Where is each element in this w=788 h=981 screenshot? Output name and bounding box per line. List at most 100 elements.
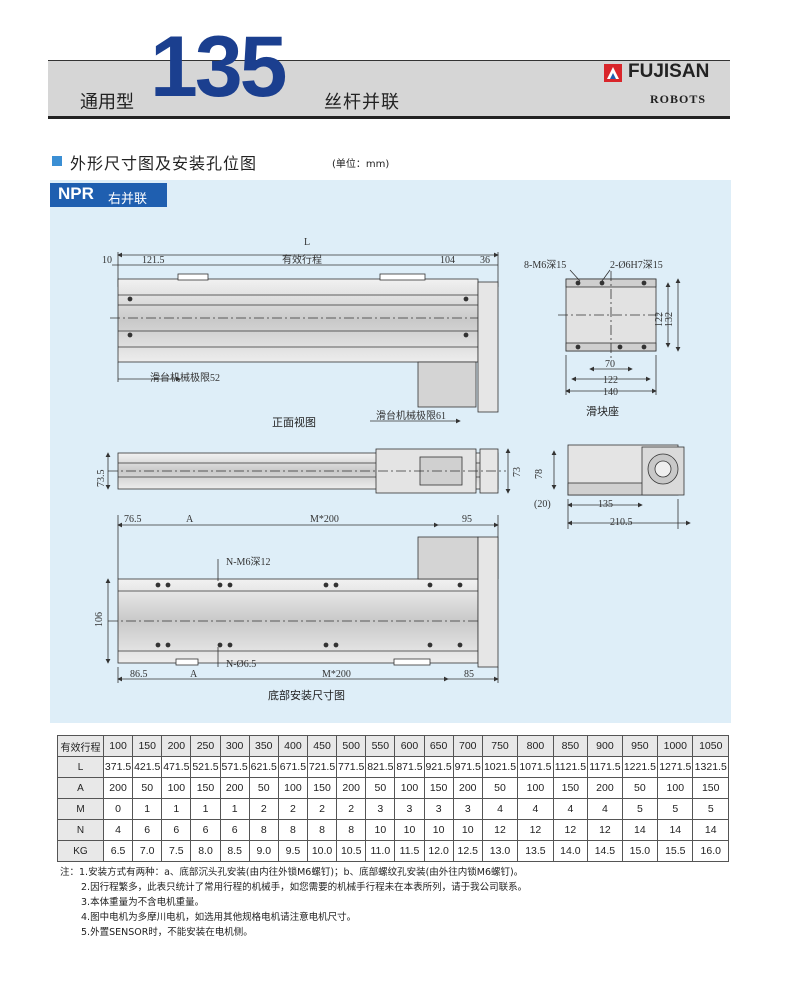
side-view [551,444,691,529]
table-cell: 371.5 [102,756,134,778]
dim-stroke: 有效行程 [282,253,322,266]
dim-104: 104 [440,255,455,266]
table-cell: 9.5 [277,840,308,862]
table-cell: 3 [452,798,483,820]
model-code: NPR [58,184,94,203]
table-cell: 1000 [657,735,694,757]
table-cell: 150 [190,777,221,799]
note-2: 2.因行程繁多，此表只统计了常用行程的机械手，如您需要的机械手行程未在本表所列，… [81,882,528,893]
table-cell: 1271.5 [657,756,694,778]
table-cell: 200 [452,777,483,799]
table-cell: 10 [423,819,454,841]
table-cell: 6 [161,819,192,841]
table-cell: 571.5 [219,756,250,778]
table-cell: 150 [692,777,729,799]
table-cell: 5 [621,798,659,820]
fujisan-logo-icon [604,64,622,82]
bottom-M200-bottom: M*200 [322,669,351,680]
table-cell: 821.5 [365,756,396,778]
dim-121-5: 121.5 [142,255,165,266]
dim-L: L [304,237,310,248]
table-cell: 8.5 [219,840,250,862]
table-cell: 6 [219,819,250,841]
table-cell: 1171.5 [587,756,623,778]
table-cell: 14 [657,819,694,841]
table-cell: 6.5 [102,840,134,862]
bottom-hole-phi: N-Ø6.5 [226,659,256,670]
dimension-drawing: 10 121.5 L 有效行程 104 36 滑台机械极限52 滑台机械极限61… [94,237,691,702]
table-cell: 1321.5 [692,756,729,778]
table-cell: 671.5 [277,756,308,778]
table-cell: 2 [248,798,279,820]
notes: 注：1.安装方式有两种：a、底部沉头孔安装(由内往外锁M6螺钉)；b、底部螺纹孔… [60,865,527,940]
table-cell: 9.0 [248,840,279,862]
series-suffix: 丝杆并联 [324,92,400,113]
bottom-A-bottom: A [190,669,198,680]
table-cell: 10.5 [336,840,367,862]
slider-70: 70 [605,359,615,370]
bottom-view [105,515,499,683]
table-cell: 521.5 [190,756,221,778]
table-cell: 700 [452,735,483,757]
table-cell: 8.0 [190,840,221,862]
table-cell: 100 [394,777,425,799]
slider-122-v: 122 [654,312,665,327]
table-cell: 1121.5 [552,756,589,778]
section-title: 外形尺寸图及安装孔位图 [70,154,258,173]
table-cell: 11.0 [365,840,396,862]
table-cell: 1071.5 [517,756,554,778]
table-cell: 13.5 [517,840,554,862]
section-unit: (单位：mm) [332,159,390,170]
side-78: 78 [534,469,545,479]
bottom-106: 106 [94,612,105,627]
table-cell: 12.5 [452,840,483,862]
table-cell: 150 [306,777,338,799]
top-73-5: 73.5 [96,470,107,488]
front-view [110,252,499,424]
note-3: 3.本体重量为不含电机重量。 [81,897,205,908]
table-cell: 200 [587,777,623,799]
table-cell: 4 [102,819,134,841]
table-cell: 8 [306,819,338,841]
table-cell: 6 [190,819,221,841]
table-cell: 3 [394,798,425,820]
table-cell: 2 [277,798,308,820]
table-cell: 10 [365,819,396,841]
series-prefix: 通用型 [80,92,134,113]
table-cell: 3 [365,798,396,820]
table-cell: 421.5 [132,756,163,778]
table-cell: 150 [552,777,589,799]
table-cell: 300 [219,735,250,757]
table-cell: 850 [552,735,589,757]
slider-view [558,269,681,395]
row-label: KG [57,840,104,862]
model-name: 右并联 [108,192,148,207]
table-cell: 350 [248,735,279,757]
bottom-85: 85 [464,669,474,680]
table-cell: 50 [132,777,163,799]
table-cell: 2 [306,798,338,820]
table-cell: 100 [657,777,694,799]
table-cell: 2 [336,798,367,820]
table-cell: 971.5 [452,756,483,778]
table-cell: 50 [248,777,279,799]
note-1: 注：1.安装方式有两种：a、底部沉头孔安装(由内往外锁M6螺钉)；b、底部螺纹孔… [60,867,524,878]
table-cell: 800 [517,735,554,757]
row-label: 有效行程 [57,735,104,757]
table-cell: 14.0 [552,840,589,862]
table-cell: 1050 [692,735,729,757]
limit-52: 滑台机械极限52 [150,371,220,384]
row-label: L [57,756,104,778]
dim-10: 10 [102,255,112,266]
side-210-5: 210.5 [610,517,633,528]
table-cell: 4 [517,798,554,820]
table-cell: 10 [394,819,425,841]
table-cell: 100 [277,777,308,799]
table-cell: 12.0 [423,840,454,862]
table-cell: 1221.5 [621,756,659,778]
